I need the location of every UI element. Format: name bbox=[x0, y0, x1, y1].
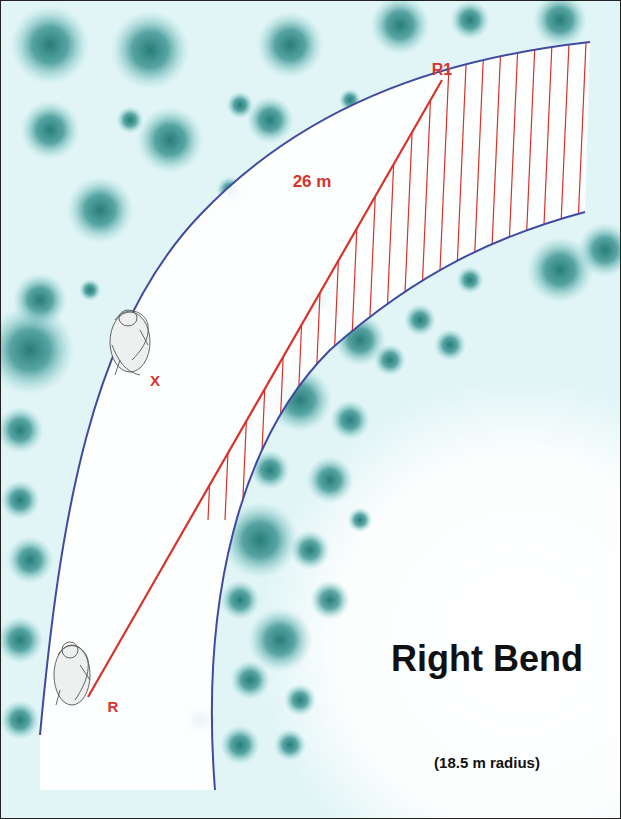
hatch-stroke bbox=[259, 20, 281, 520]
hatching bbox=[208, 20, 604, 520]
tree bbox=[274, 729, 307, 762]
sight-line bbox=[88, 80, 442, 697]
hatch-stroke bbox=[480, 20, 502, 520]
tree bbox=[348, 508, 373, 533]
tree bbox=[226, 91, 254, 119]
tree bbox=[370, 0, 430, 55]
tree bbox=[136, 106, 204, 174]
tree bbox=[0, 700, 40, 740]
hatch-stroke bbox=[514, 20, 536, 520]
tree bbox=[0, 406, 44, 454]
tree bbox=[578, 223, 621, 278]
tree bbox=[310, 580, 350, 620]
hatch-stroke bbox=[565, 20, 587, 520]
tree bbox=[110, 10, 190, 90]
tree bbox=[290, 530, 330, 570]
tree bbox=[20, 100, 80, 160]
rider-label: X bbox=[150, 373, 160, 389]
hatch-stroke bbox=[310, 20, 332, 520]
rider-x bbox=[110, 310, 150, 375]
hatch-stroke bbox=[242, 20, 264, 520]
tree bbox=[220, 580, 260, 620]
tree bbox=[0, 616, 44, 664]
outer-road-edge bbox=[40, 42, 590, 735]
tree bbox=[284, 684, 317, 717]
hatch-stroke bbox=[412, 20, 434, 520]
tree bbox=[10, 5, 90, 85]
hatch-stroke bbox=[276, 20, 298, 520]
tree bbox=[456, 266, 484, 294]
caption: (18.5 m radius) bbox=[434, 755, 540, 771]
point-label: R1 bbox=[432, 62, 452, 79]
hatch-stroke bbox=[208, 20, 230, 520]
hatch-stroke bbox=[225, 20, 247, 520]
tree bbox=[116, 106, 144, 134]
hatch-stroke bbox=[293, 20, 315, 520]
hatch-stroke bbox=[463, 20, 485, 520]
tree bbox=[6, 536, 54, 584]
rider-r bbox=[54, 642, 90, 705]
tree bbox=[330, 400, 370, 440]
hatch-stroke bbox=[344, 20, 366, 520]
tree bbox=[0, 480, 40, 520]
tree bbox=[256, 11, 324, 79]
hatch-stroke bbox=[582, 20, 604, 520]
tree bbox=[66, 176, 134, 244]
hatch-stroke bbox=[548, 20, 570, 520]
tree bbox=[434, 329, 467, 362]
rider-label: R bbox=[108, 699, 119, 715]
hatch-stroke bbox=[446, 20, 468, 520]
tree bbox=[374, 344, 407, 377]
tree bbox=[220, 725, 260, 765]
tree bbox=[230, 660, 270, 700]
clearing bbox=[260, 380, 621, 819]
hatch-stroke bbox=[378, 20, 400, 520]
dimension-label: 26 m bbox=[293, 173, 332, 191]
hatch-stroke bbox=[395, 20, 417, 520]
tree bbox=[0, 305, 75, 395]
road-surface bbox=[40, 42, 590, 790]
tree bbox=[450, 0, 490, 40]
hatch-stroke bbox=[497, 20, 519, 520]
hatch-stroke bbox=[327, 20, 349, 520]
tree bbox=[533, 0, 588, 48]
tree bbox=[404, 304, 437, 337]
tree bbox=[306, 456, 354, 504]
tree bbox=[79, 279, 102, 302]
inner-road-edge bbox=[212, 212, 585, 790]
hatch-stroke bbox=[361, 20, 383, 520]
hatch-stroke bbox=[531, 20, 553, 520]
title: Right Bend bbox=[377, 640, 597, 678]
hatch-clip bbox=[208, 20, 604, 520]
